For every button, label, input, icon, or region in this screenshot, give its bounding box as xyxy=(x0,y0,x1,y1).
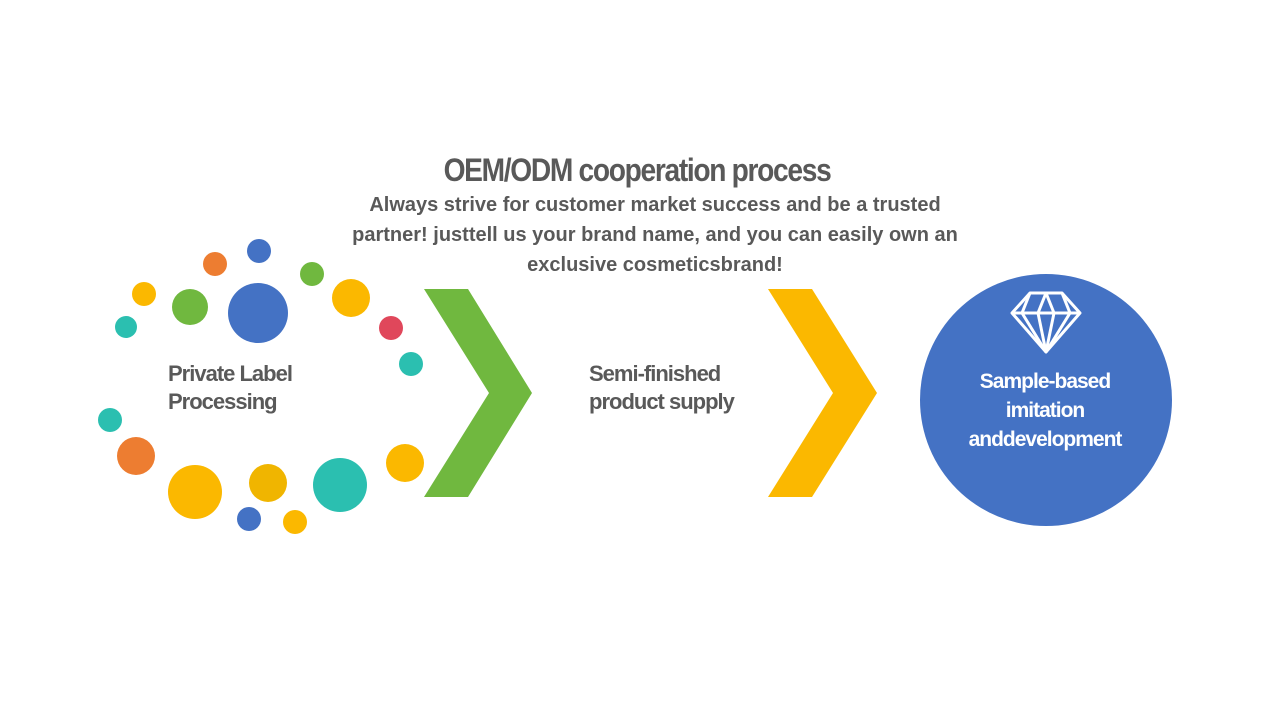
dot xyxy=(283,510,307,534)
step-1-label-line2: Processing xyxy=(168,389,278,414)
dot xyxy=(313,458,367,512)
dot-ring xyxy=(98,239,424,534)
dot xyxy=(203,252,227,276)
step-3-label-line2: imitation xyxy=(1005,399,1086,422)
step-3-label-line1: Sample-based xyxy=(979,370,1111,393)
dot xyxy=(249,464,287,502)
dot xyxy=(98,408,122,432)
dot xyxy=(300,262,324,286)
dot xyxy=(399,352,423,376)
dot xyxy=(237,507,261,531)
step-2-label-line2: product supply xyxy=(589,389,735,414)
step-3-label-line3: anddevelopment xyxy=(968,428,1123,451)
dot xyxy=(168,465,222,519)
step-3-circle xyxy=(920,274,1172,526)
step-2-label-line1: Semi-finished xyxy=(589,361,721,386)
dot xyxy=(379,316,403,340)
dot xyxy=(117,437,155,475)
page-title: OEM/ODM cooperation process xyxy=(443,152,832,188)
step-1-label: Private Label Processing xyxy=(168,360,293,416)
diamond-icon xyxy=(1010,291,1082,354)
chevron-arrow-green xyxy=(424,289,532,497)
dot xyxy=(132,282,156,306)
dot xyxy=(332,279,370,317)
dot xyxy=(172,289,208,325)
step-3-label: Sample-based imitation anddevelopment xyxy=(940,367,1150,454)
dot xyxy=(115,316,137,338)
step-1-label-line1: Private Label xyxy=(168,361,293,386)
page-subtitle: Always strive for customer market succes… xyxy=(352,194,958,276)
dot xyxy=(247,239,271,263)
step-2-label: Semi-finished product supply xyxy=(589,360,735,416)
dot xyxy=(228,283,288,343)
dot xyxy=(386,444,424,482)
chevron-arrow-gold xyxy=(768,289,877,497)
